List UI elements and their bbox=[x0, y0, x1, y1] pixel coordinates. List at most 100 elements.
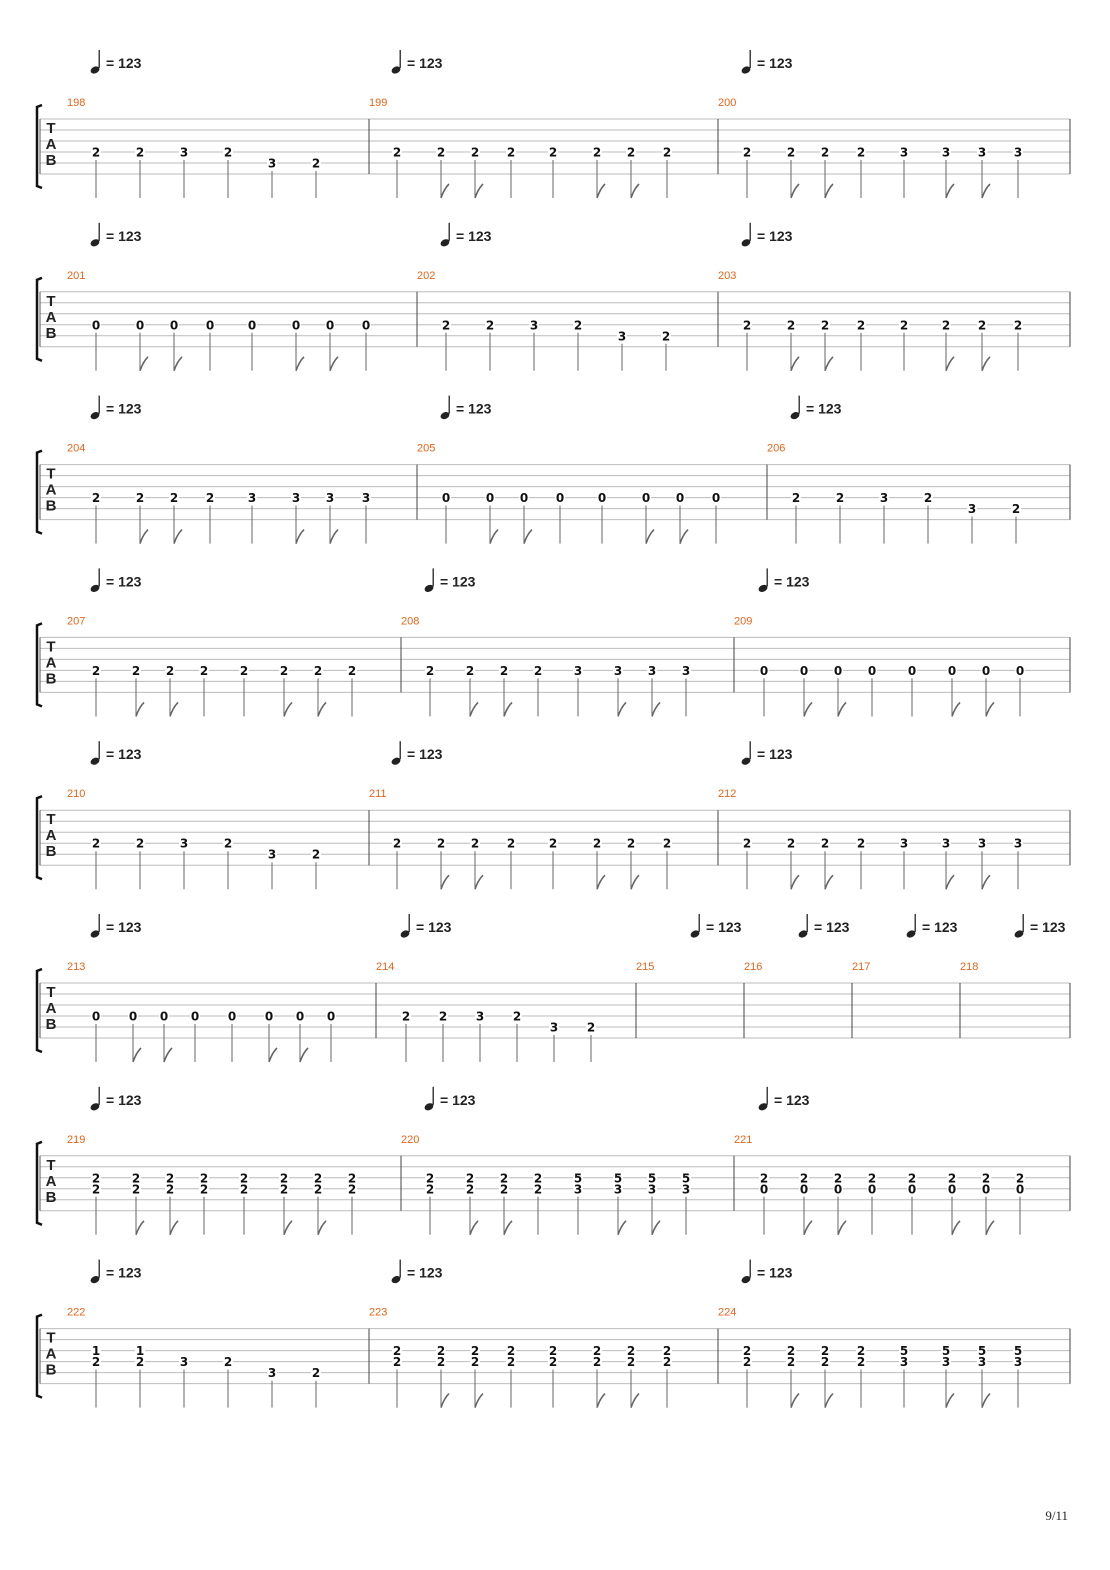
fret-number: 3 bbox=[268, 1366, 276, 1380]
fret-number: 2 bbox=[314, 664, 322, 678]
fret-background bbox=[548, 837, 558, 850]
fret-background bbox=[626, 1355, 636, 1368]
fret-number: 3 bbox=[476, 1010, 484, 1024]
fret-background bbox=[977, 1344, 987, 1357]
fret-background bbox=[549, 1021, 559, 1033]
fret-number: 2 bbox=[442, 318, 450, 332]
tempo-note-icon bbox=[424, 584, 434, 592]
tempo-note-icon bbox=[741, 66, 751, 74]
tab-clef-letter: B bbox=[46, 1189, 57, 1206]
fret-number: 3 bbox=[968, 502, 976, 516]
fret-background bbox=[529, 318, 539, 331]
fret-number: 2 bbox=[534, 1171, 542, 1185]
fret-background bbox=[967, 502, 977, 515]
eighth-flag bbox=[283, 1220, 293, 1236]
fret-background bbox=[941, 1355, 951, 1368]
measure-number: 210 bbox=[67, 788, 85, 800]
eighth-flag bbox=[945, 1393, 955, 1408]
eighth-flag bbox=[474, 874, 484, 890]
fret-background bbox=[425, 664, 435, 677]
fret-background bbox=[311, 157, 321, 169]
fret-number: 2 bbox=[240, 1182, 248, 1196]
fret-background bbox=[662, 837, 672, 850]
fret-background bbox=[662, 1355, 672, 1368]
fret-background bbox=[947, 1171, 957, 1184]
tab-clef-letter: T bbox=[46, 984, 55, 1001]
system-bracket bbox=[35, 795, 43, 881]
fret-background bbox=[470, 837, 480, 850]
tempo-marking: = 123 bbox=[456, 401, 492, 417]
fret-background bbox=[91, 1344, 101, 1357]
fret-number: 2 bbox=[787, 1344, 795, 1358]
eighth-flag bbox=[503, 701, 513, 717]
measure-number: 220 bbox=[401, 1134, 419, 1146]
fret-number: 3 bbox=[942, 1355, 950, 1369]
eighth-flag bbox=[268, 1047, 278, 1063]
eighth-flag bbox=[985, 701, 995, 717]
fret-number: 3 bbox=[530, 318, 538, 332]
fret-background bbox=[165, 1182, 175, 1195]
fret-number: 0 bbox=[191, 1010, 199, 1024]
fret-background bbox=[247, 491, 257, 504]
tempo-marking: = 123 bbox=[106, 1092, 142, 1108]
fret-background bbox=[135, 1344, 145, 1357]
fret-background bbox=[465, 664, 475, 677]
tempo-marking: = 123 bbox=[922, 919, 958, 935]
fret-number: 3 bbox=[180, 837, 188, 851]
fret-background bbox=[742, 318, 752, 331]
fret-background bbox=[441, 318, 451, 331]
fret-number: 2 bbox=[792, 491, 800, 505]
measure-number: 221 bbox=[734, 1134, 752, 1146]
tempo-note-icon bbox=[1014, 930, 1024, 938]
fret-number: 3 bbox=[1014, 837, 1022, 851]
fret-number: 2 bbox=[513, 1010, 521, 1024]
tab-clef-letter: T bbox=[46, 638, 55, 655]
fret-number: 2 bbox=[166, 664, 174, 678]
measure-number: 204 bbox=[67, 443, 85, 455]
fret-background bbox=[899, 1344, 909, 1357]
fret-number: 2 bbox=[821, 146, 829, 160]
fret-number: 2 bbox=[627, 1355, 635, 1369]
fret-number: 2 bbox=[280, 1171, 288, 1185]
tempo-note-icon bbox=[90, 1103, 100, 1111]
fret-number: 0 bbox=[442, 491, 450, 505]
fret-number: 2 bbox=[92, 1171, 100, 1185]
eighth-flag bbox=[824, 356, 834, 372]
fret-background bbox=[506, 1344, 516, 1357]
fret-background bbox=[347, 664, 357, 677]
fret-number: 2 bbox=[466, 664, 474, 678]
fret-number: 2 bbox=[224, 1355, 232, 1369]
fret-number: 2 bbox=[587, 1021, 595, 1035]
fret-number: 3 bbox=[574, 1182, 582, 1196]
fret-background bbox=[239, 1182, 249, 1195]
fret-number: 2 bbox=[132, 1182, 140, 1196]
measure-number: 208 bbox=[401, 615, 419, 627]
tab-clef-letter: A bbox=[46, 482, 57, 499]
eighth-flag bbox=[295, 529, 305, 544]
fret-background bbox=[555, 491, 565, 504]
fret-number: 2 bbox=[426, 1171, 434, 1185]
fret-number: 3 bbox=[682, 664, 690, 678]
fret-number: 5 bbox=[614, 1171, 622, 1185]
fret-background bbox=[465, 1182, 475, 1195]
fret-number: 0 bbox=[486, 491, 494, 505]
fret-number: 2 bbox=[240, 664, 248, 678]
fret-background bbox=[879, 491, 889, 504]
eighth-flag bbox=[651, 1220, 661, 1236]
tempo-note-icon bbox=[758, 584, 768, 592]
fret-number: 2 bbox=[593, 1355, 601, 1369]
fret-number: 0 bbox=[1016, 1182, 1024, 1196]
fret-number: 2 bbox=[627, 146, 635, 160]
fret-background bbox=[91, 318, 101, 331]
eighth-flag bbox=[596, 874, 606, 890]
fret-number: 0 bbox=[362, 318, 370, 332]
fret-number: 2 bbox=[92, 837, 100, 851]
fret-background bbox=[325, 318, 335, 331]
tempo-marking: = 123 bbox=[757, 1265, 793, 1281]
fret-background bbox=[361, 318, 371, 331]
